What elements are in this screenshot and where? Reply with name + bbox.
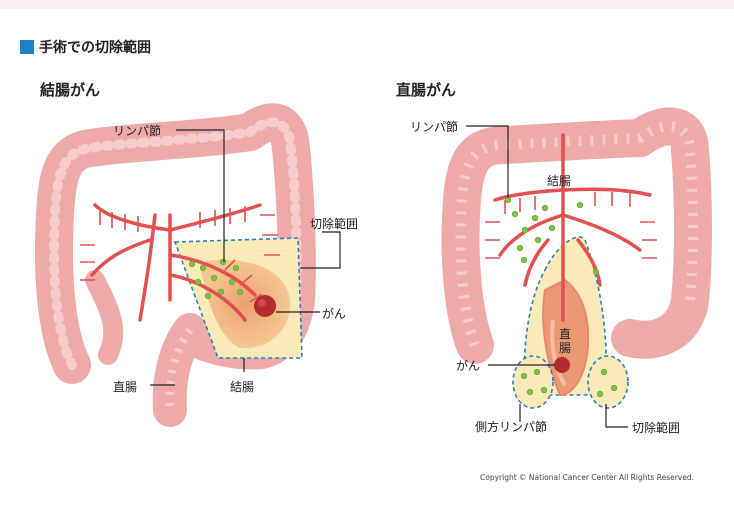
lateral-lymph-zone-right: [588, 356, 628, 408]
copyright-notice: Copyright © National Cancer Center All R…: [480, 473, 694, 482]
rectal-tumor: [554, 357, 570, 373]
rectal-label-colon: 結腸: [547, 172, 571, 189]
colon-label-colon: 結腸: [230, 378, 254, 395]
rectal-label-resection-range: 切除範囲: [632, 419, 680, 436]
rectal-label-cancer: がん: [456, 357, 480, 374]
rectal-label-lymph-node: リンパ節: [410, 118, 458, 135]
colon-tumor: [254, 295, 276, 317]
rectal-label-lateral-lymph-node: 側方リンパ節: [475, 418, 547, 435]
colon-label-lymph-node: リンパ節: [113, 122, 161, 139]
rectal-label-rectum: 直腸: [559, 327, 573, 355]
rectal-diagram: [461, 126, 693, 427]
colon-label-rectum: 直腸: [113, 378, 137, 395]
colon-label-cancer: がん: [322, 305, 346, 322]
colon-diagram: [54, 122, 340, 410]
lateral-lymph-zone-left: [513, 356, 553, 408]
colon-label-resection-range: 切除範囲: [310, 215, 358, 232]
